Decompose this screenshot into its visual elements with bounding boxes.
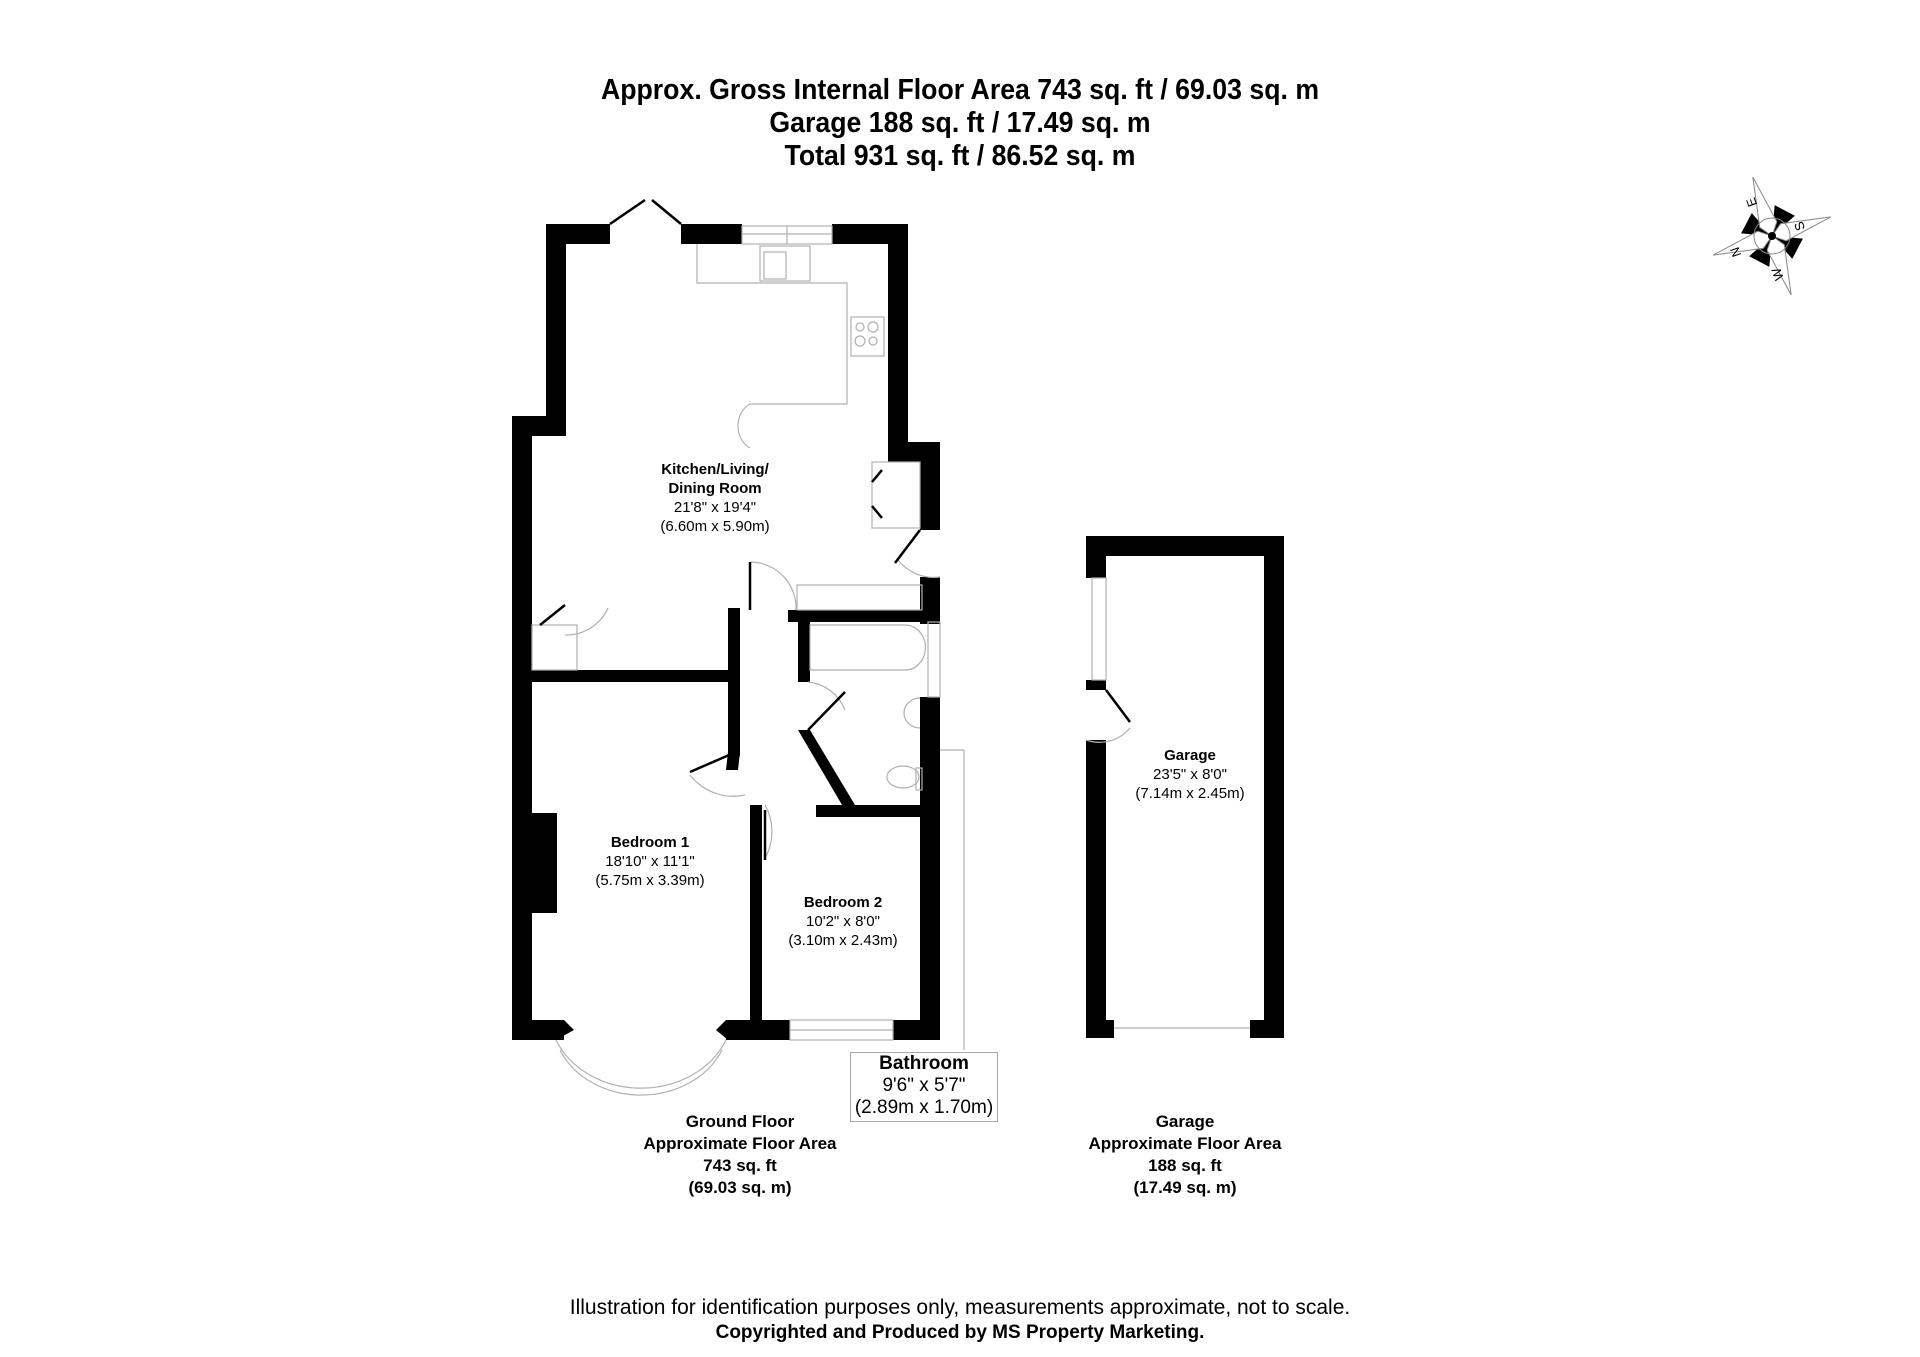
disclaimer-text: Illustration for identification purposes… bbox=[569, 1296, 1351, 1319]
footer: Illustration for identification purposes… bbox=[0, 1295, 1920, 1345]
garage-door-leaf bbox=[1105, 689, 1131, 723]
ground-floor-area-summary: Ground Floor Approximate Floor Area 743 … bbox=[643, 1112, 837, 1197]
copyright-text: Copyrighted and Produced by MS Property … bbox=[715, 1322, 1205, 1343]
total-area-summary: Total 931 sq. ft / 86.52 sq. m bbox=[784, 140, 1136, 172]
door-leaves bbox=[539, 198, 921, 860]
room-label-bathroom: Bathroom 9'6" x 5'7" (2.89m x 1.70m) bbox=[850, 1052, 998, 1122]
room-label-bedroom-1: Bedroom 1 18'10" x 11'1" (5.75m x 3.39m) bbox=[595, 834, 705, 889]
garage-fixtures bbox=[1085, 577, 1250, 1029]
gross-internal-area: Approx. Gross Internal Floor Area 743 sq… bbox=[600, 74, 1320, 106]
room-label-garage: Garage 23'5" x 8'0" (7.14m x 2.45m) bbox=[1135, 747, 1245, 802]
garage-walls bbox=[1086, 536, 1284, 1038]
fixtures bbox=[531, 225, 965, 1096]
room-label-kitchen: Kitchen/Living/ Dining Room 21'8" x 19'4… bbox=[660, 461, 770, 535]
garage-area-summary: Garage 188 sq. ft / 17.49 sq. m bbox=[769, 107, 1151, 139]
floor-area-header: Approx. Gross Internal Floor Area 743 sq… bbox=[77, 74, 1843, 173]
room-label-bedroom-2: Bedroom 2 10'2" x 8'0" (3.10m x 2.43m) bbox=[788, 894, 898, 949]
compass-rose-icon: N E S W bbox=[1712, 176, 1832, 296]
compass-w: W bbox=[1768, 265, 1787, 282]
garage-area-summary-block: Garage Approximate Floor Area 188 sq. ft… bbox=[1088, 1112, 1282, 1197]
ground-floor-walls bbox=[512, 224, 940, 1040]
